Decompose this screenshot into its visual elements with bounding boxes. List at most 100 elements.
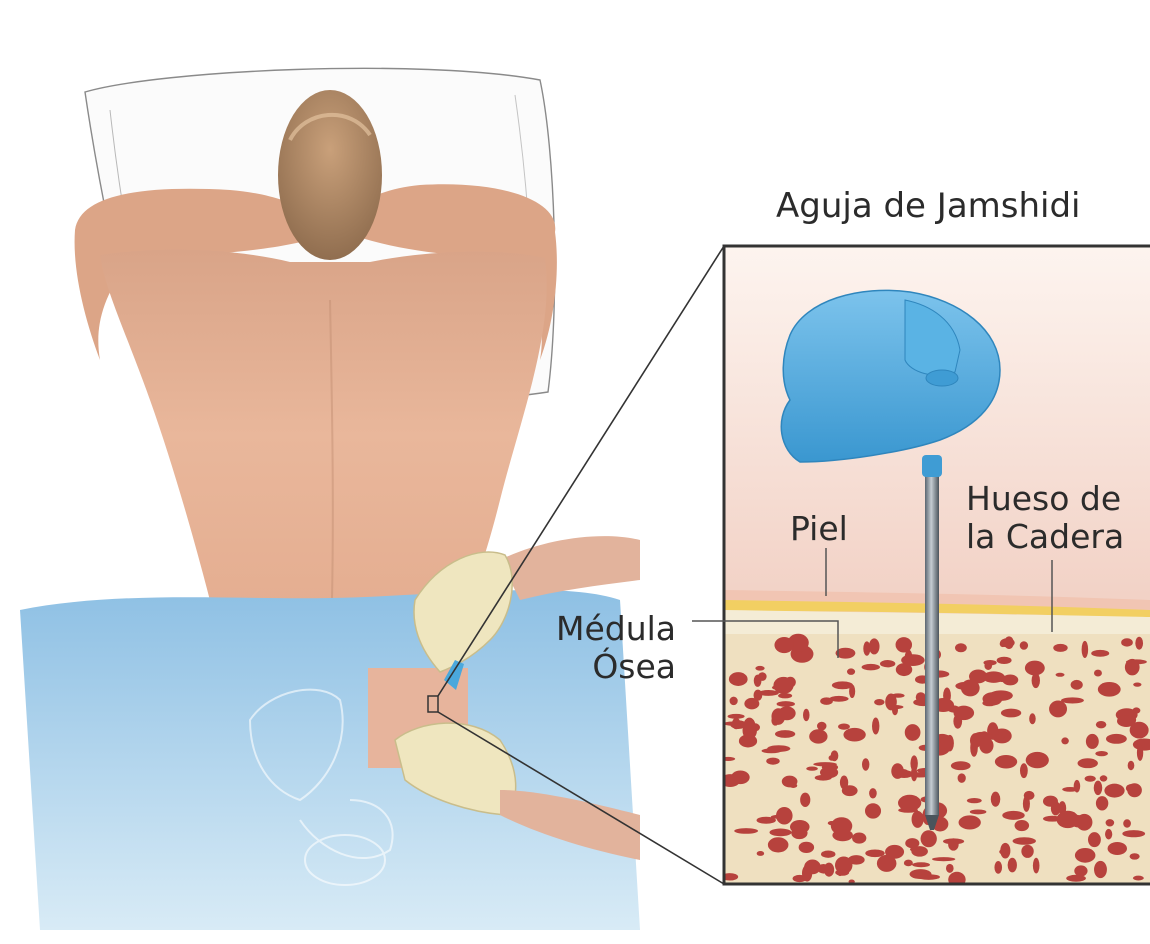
marrow-speck bbox=[985, 673, 991, 680]
marrow-speck bbox=[775, 730, 795, 738]
marrow-speck bbox=[862, 664, 880, 670]
marrow-speck bbox=[762, 748, 782, 753]
marrow-speck bbox=[754, 690, 763, 701]
label-skin: Piel bbox=[790, 510, 848, 548]
marrow-speck bbox=[1108, 842, 1127, 855]
marrow-speck bbox=[1100, 775, 1108, 781]
marrow-speck bbox=[842, 785, 858, 796]
marrow-speck bbox=[1056, 673, 1065, 677]
marrow-speck bbox=[1125, 659, 1140, 676]
marrow-speck bbox=[838, 724, 850, 730]
marrow-speck bbox=[832, 681, 853, 689]
marrow-speck bbox=[1071, 680, 1083, 690]
label-hip-bone: Hueso de la Cadera bbox=[966, 480, 1124, 556]
marrow-speck bbox=[1085, 776, 1096, 782]
marrow-speck bbox=[912, 811, 924, 828]
marrow-speck bbox=[946, 864, 954, 873]
marrow-speck bbox=[1105, 829, 1112, 840]
marrow-speck bbox=[891, 763, 904, 779]
marrow-speck bbox=[1130, 853, 1140, 859]
marrow-speck bbox=[852, 832, 866, 843]
marrow-speck bbox=[862, 758, 869, 770]
marrow-speck bbox=[757, 817, 776, 824]
marrow-speck bbox=[769, 829, 791, 837]
marrow-speck bbox=[1015, 820, 1030, 831]
marrow-speck bbox=[729, 672, 748, 686]
marrow-speck bbox=[1132, 707, 1140, 713]
marrow-speck bbox=[1002, 811, 1024, 820]
marrow-speck bbox=[997, 657, 1012, 664]
marrow-speck bbox=[804, 860, 821, 875]
marrow-speck bbox=[865, 849, 884, 857]
marrow-speck bbox=[1008, 858, 1017, 873]
marrow-speck bbox=[835, 869, 849, 875]
marrow-speck bbox=[1013, 837, 1036, 844]
marrow-speck bbox=[828, 821, 836, 825]
marrow-speck bbox=[778, 706, 796, 720]
marrow-speck bbox=[921, 830, 937, 847]
marrow-speck bbox=[820, 697, 833, 705]
marrow-speck bbox=[800, 793, 810, 807]
marrow-speck bbox=[1026, 752, 1049, 768]
marrow-speck bbox=[789, 783, 797, 788]
marrow-speck bbox=[917, 874, 939, 880]
marrow-speck bbox=[1074, 865, 1087, 876]
marrow-speck bbox=[869, 788, 877, 798]
marrow-speck bbox=[1029, 713, 1036, 724]
marrow-speck bbox=[1075, 848, 1096, 863]
marrow-speck bbox=[768, 837, 789, 852]
label-marrow-line2: Ósea bbox=[556, 648, 676, 686]
marrow-speck bbox=[932, 857, 955, 861]
marrow-speck bbox=[1094, 781, 1103, 796]
marrow-speck bbox=[904, 860, 913, 867]
marrow-speck bbox=[1106, 819, 1115, 826]
marrow-speck bbox=[1137, 745, 1143, 761]
marrow-speck bbox=[813, 762, 837, 766]
marrow-speck bbox=[905, 724, 921, 741]
marrow-speck bbox=[989, 690, 1013, 701]
marrow-speck bbox=[829, 755, 836, 761]
marrow-speck bbox=[994, 861, 1002, 874]
marrow-speck bbox=[967, 798, 982, 803]
marrow-speck bbox=[1082, 641, 1089, 658]
marrow-speck bbox=[774, 637, 793, 653]
marrow-speck bbox=[896, 637, 912, 652]
marrow-speck bbox=[958, 773, 966, 782]
marrow-speck bbox=[959, 815, 981, 829]
marrow-speck bbox=[1057, 811, 1080, 828]
marrow-speck bbox=[1061, 737, 1069, 744]
surgical-drape bbox=[20, 590, 640, 930]
marrow-speck bbox=[754, 675, 762, 687]
marrow-speck bbox=[912, 862, 930, 867]
marrow-speck bbox=[1128, 761, 1135, 770]
marrow-speck bbox=[832, 829, 853, 841]
marrow-speck bbox=[847, 668, 855, 675]
label-marrow-line1: Médula bbox=[556, 610, 676, 648]
marrow-speck bbox=[799, 842, 814, 853]
marrow-speck bbox=[910, 847, 924, 852]
marrow-speck bbox=[1094, 861, 1107, 878]
marrow-speck bbox=[1095, 751, 1108, 756]
marrow-speck bbox=[1117, 715, 1136, 727]
marrow-speck bbox=[880, 660, 895, 667]
marrow-speck bbox=[732, 718, 741, 729]
marrow-speck bbox=[995, 755, 1017, 768]
marrow-speck bbox=[734, 828, 758, 834]
marrow-speck bbox=[916, 692, 926, 702]
marrow-speck bbox=[1078, 758, 1098, 768]
marrow-speck bbox=[817, 722, 827, 731]
label-hip-bone-line1: Hueso de bbox=[966, 480, 1124, 518]
figure-title: Aguja de Jamshidi bbox=[776, 187, 1081, 225]
marrow-speck bbox=[1074, 780, 1081, 793]
label-hip-bone-line2: la Cadera bbox=[966, 518, 1124, 556]
marrow-speck bbox=[1123, 819, 1131, 827]
marrow-speck bbox=[757, 851, 764, 856]
marrow-speck bbox=[984, 734, 1005, 739]
patient-figure bbox=[75, 68, 557, 620]
marrow-speck bbox=[1127, 783, 1142, 797]
marrow-speck bbox=[1053, 644, 1067, 652]
marrow-speck bbox=[874, 699, 884, 705]
marrow-speck bbox=[970, 739, 978, 757]
